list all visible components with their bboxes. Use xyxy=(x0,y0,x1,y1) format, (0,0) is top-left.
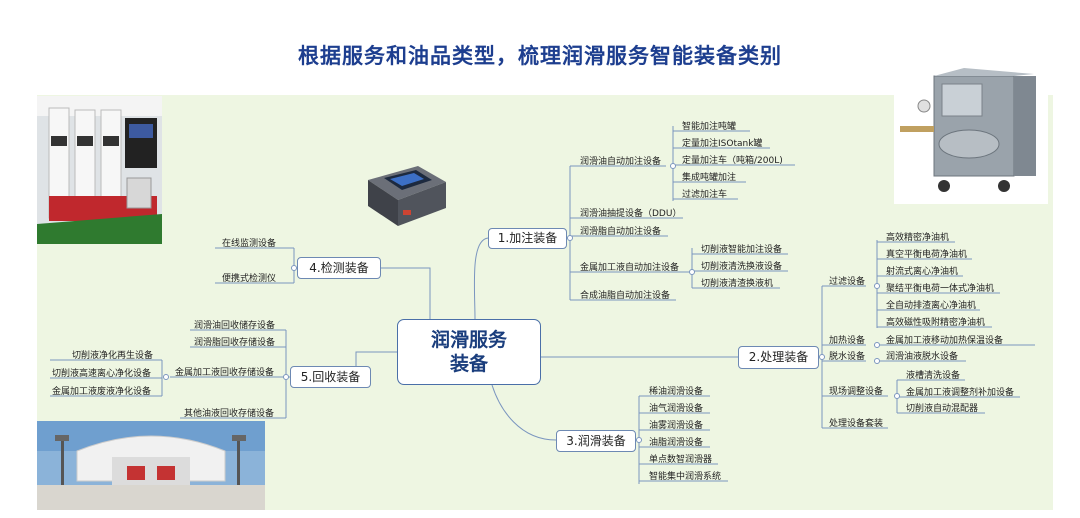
node-heating-equipment: 加热设备 xyxy=(829,335,865,347)
leaf: 切削液自动混配器 xyxy=(906,403,978,415)
node-lube-oil-auto-filling: 润滑油自动加注设备 xyxy=(580,156,661,168)
leaf: 全自动排渣离心净油机 xyxy=(886,300,976,312)
leaf: 金属加工液调整剂补加设备 xyxy=(906,387,1014,399)
oil-purifier-photo xyxy=(894,66,1048,204)
leaf: 高效磁性吸附精密净油机 xyxy=(886,317,985,329)
leaf: 金属加工液废液净化设备 xyxy=(52,386,151,398)
leaf: 润滑脂回收存储设备 xyxy=(194,337,275,349)
leaf: 便携式检测仪 xyxy=(222,273,276,285)
leaf: 切削液高速离心净化设备 xyxy=(52,368,151,380)
node-onsite-adjust: 现场调整设备 xyxy=(829,386,883,398)
leaf: 智能集中润滑系统 xyxy=(649,471,721,483)
leaf: 射流式离心净油机 xyxy=(886,266,958,278)
node-dewater-equipment: 脱水设备 xyxy=(829,351,865,363)
leaf: 金属加工液移动加热保温设备 xyxy=(886,335,1003,347)
node-synthetic-filling: 合成油脂自动加注设备 xyxy=(580,290,670,302)
leaf: 在线监测设备 xyxy=(222,238,276,250)
leaf: 真空平衡电荷净油机 xyxy=(886,249,967,261)
branch-lubrication: 3.润滑装备 xyxy=(556,430,636,452)
node-grease-auto-filling: 润滑脂自动加注设备 xyxy=(580,226,661,238)
leaf: 稀油润滑设备 xyxy=(649,386,703,398)
leaf: 液槽清洗设备 xyxy=(906,370,960,382)
node-ddu: 润滑油抽提设备（DDU） xyxy=(580,208,681,220)
center-line1: 润滑服务 xyxy=(431,328,507,352)
leaf: 油雾润滑设备 xyxy=(649,420,703,432)
node-metalworking-recovery: 金属加工液回收存储设备 xyxy=(175,367,274,379)
node-metalworking-fluid-filling: 金属加工液自动加注设备 xyxy=(580,262,679,274)
portable-device-photo xyxy=(358,160,450,232)
leaf: 润滑油液脱水设备 xyxy=(886,351,958,363)
leaf: 单点数智润滑器 xyxy=(649,454,712,466)
leaf: 集成吨罐加注 xyxy=(682,172,736,184)
filling-station-photo xyxy=(37,96,162,244)
leaf: 切削液净化再生设备 xyxy=(72,350,153,362)
branch-recovery: 5.回收装备 xyxy=(290,366,371,388)
center-line2: 装备 xyxy=(450,352,488,376)
branch-processing: 2.处理装备 xyxy=(738,346,819,369)
leaf: 切削液清洗换液设备 xyxy=(701,261,782,273)
node-filter-equipment: 过滤设备 xyxy=(829,276,865,288)
leaf: 油脂润滑设备 xyxy=(649,437,703,449)
leaf: 高效精密净油机 xyxy=(886,232,949,244)
recovery-station-photo xyxy=(37,421,265,510)
branch-filling: 1.加注装备 xyxy=(488,228,567,249)
node-kit: 处理设备套装 xyxy=(829,418,883,430)
leaf: 过滤加注车 xyxy=(682,189,727,201)
leaf: 智能加注吨罐 xyxy=(682,121,736,133)
leaf: 油气润滑设备 xyxy=(649,403,703,415)
leaf: 切削液清渣换液机 xyxy=(701,278,773,290)
leaf: 切削液智能加注设备 xyxy=(701,244,782,256)
leaf: 定量加注ISOtank罐 xyxy=(682,138,762,150)
leaf: 其他油液回收存储设备 xyxy=(184,408,274,420)
leaf: 润滑油回收储存设备 xyxy=(194,320,275,332)
leaf: 聚结平衡电荷一体式净油机 xyxy=(886,283,994,295)
leaf: 定量加注车（吨箱/200L) xyxy=(682,155,783,167)
center-node: 润滑服务 装备 xyxy=(397,319,541,385)
branch-inspection: 4.检测装备 xyxy=(297,257,381,279)
